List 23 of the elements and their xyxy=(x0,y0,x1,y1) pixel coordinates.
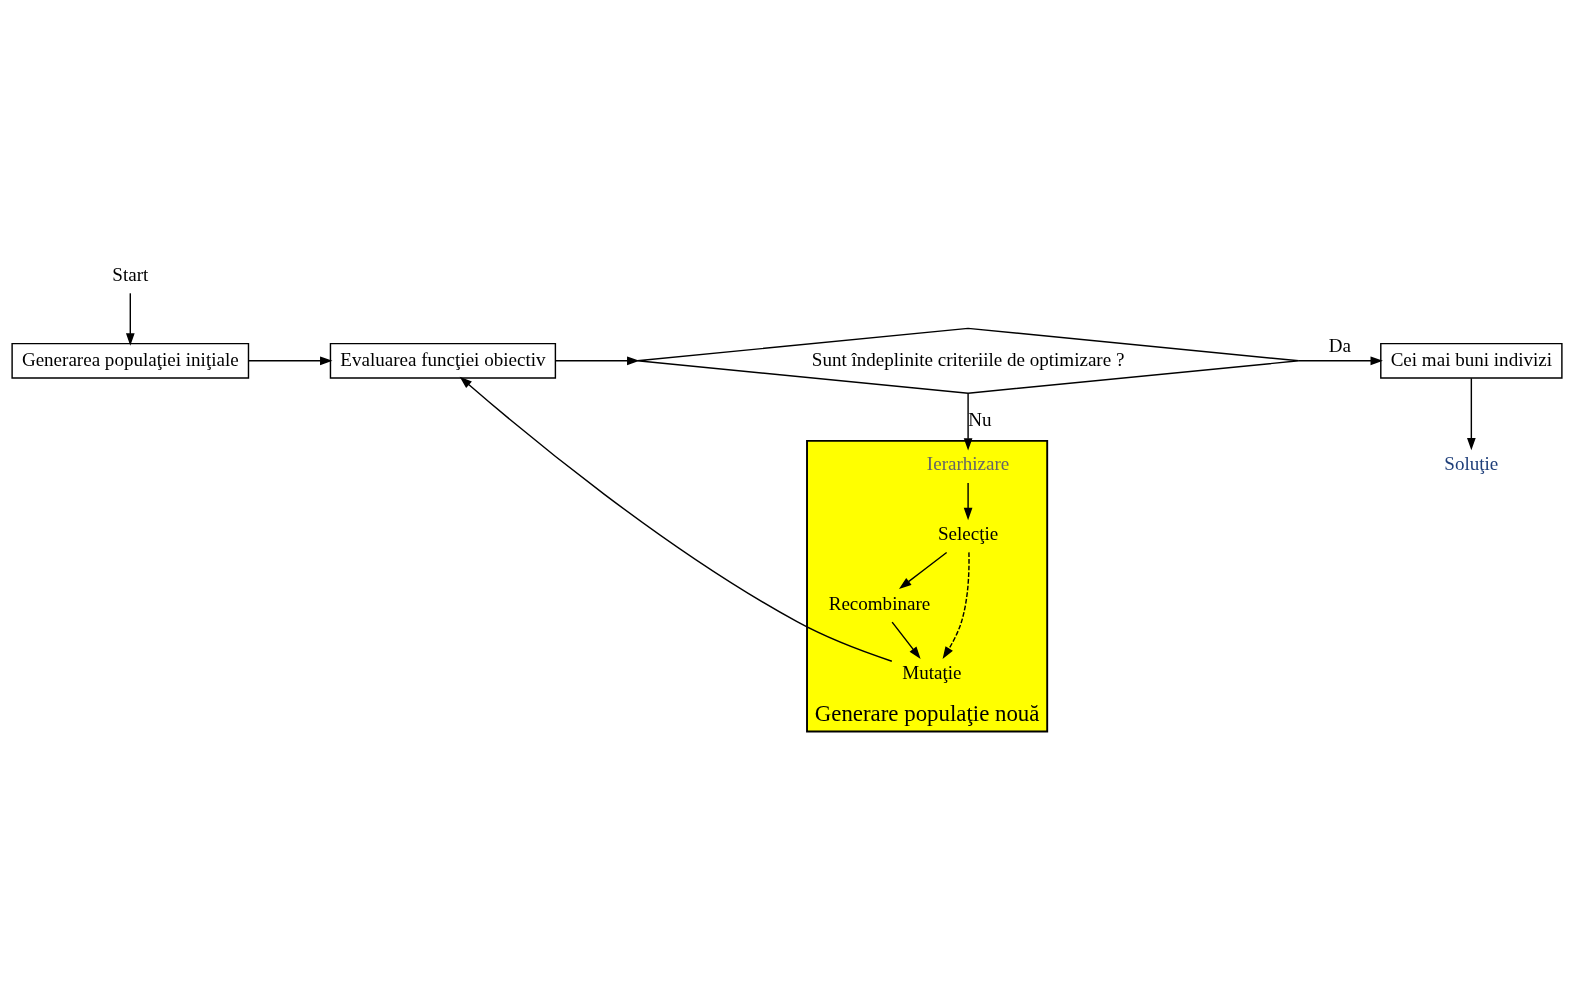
arrow xyxy=(554,355,640,365)
arrow xyxy=(963,481,973,520)
node-text: Start xyxy=(112,263,149,285)
arrow xyxy=(942,551,970,659)
arrow xyxy=(963,392,973,451)
node-diamond: Sunt îndeplinite criteriile de optimizare ? xyxy=(636,327,1300,394)
arrow xyxy=(899,551,948,589)
node-box: Cei mai buni indivizi xyxy=(1380,342,1563,379)
edge-label: Nu xyxy=(968,408,992,430)
arrow xyxy=(459,376,893,662)
node-text: Soluţie xyxy=(1444,452,1499,474)
node-text: Selecţie xyxy=(937,522,999,544)
edge-label: Da xyxy=(1328,334,1351,356)
node-text: Ierarhizare xyxy=(926,452,1010,474)
arrow xyxy=(1298,355,1383,365)
node-box: Evaluarea funcţiei obiectiv xyxy=(329,342,557,379)
arrow xyxy=(1467,377,1476,450)
node-box: Generarea populaţiei iniţiale xyxy=(11,342,250,379)
arrow xyxy=(248,355,333,365)
node-text: Mutaţie xyxy=(902,661,962,683)
arrow xyxy=(125,292,135,346)
node-text: Recombinare xyxy=(828,592,931,614)
arrow xyxy=(891,620,921,659)
